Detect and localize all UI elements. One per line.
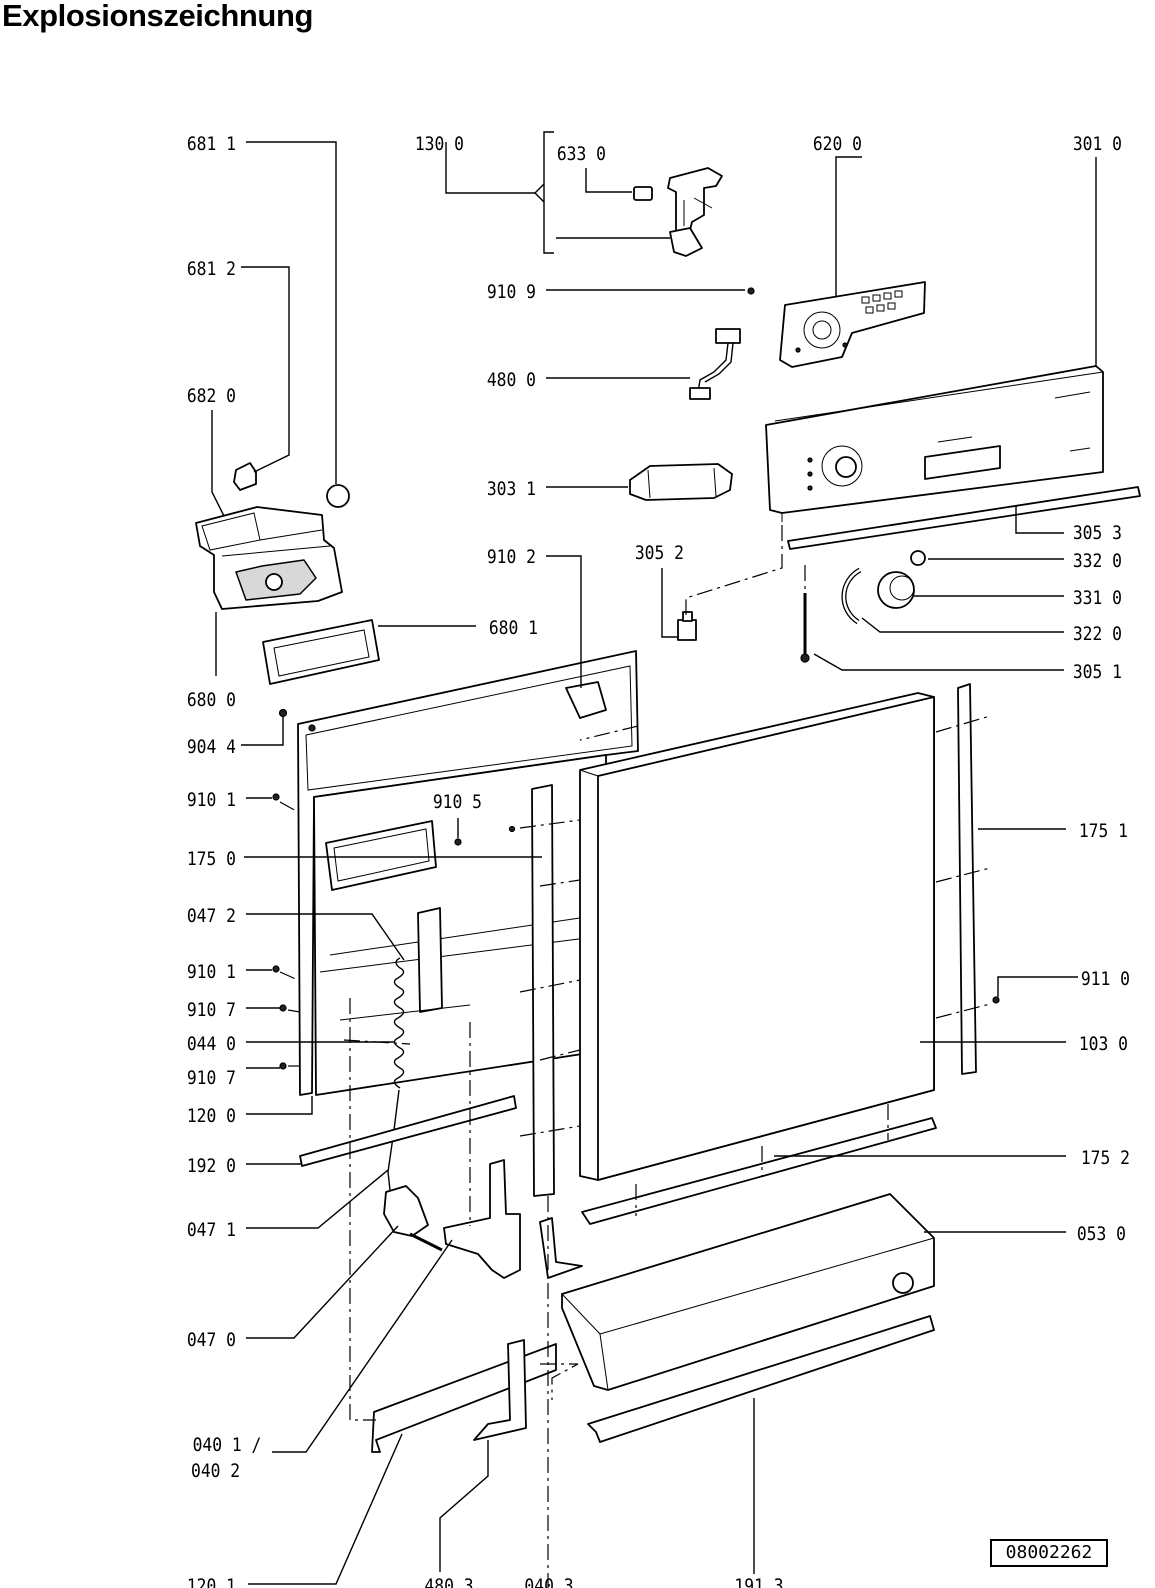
label-040-3: 040 3 [524,1576,573,1588]
label-175-0: 175 0 [187,849,236,870]
label-175-1: 175 1 [1079,821,1128,842]
label-303-1: 303 1 [487,479,536,500]
label-053-0: 053 0 [1077,1224,1126,1245]
screw-911-0-drawing [992,996,1000,1004]
seal-191-3-drawing [587,1315,935,1443]
label-480-3: 480 3 [424,1576,473,1588]
label-480-0: 480 0 [487,370,536,391]
label-130-0: 130 0 [415,134,464,155]
label-305-3: 305 3 [1073,523,1122,544]
wiring-harness-drawing [689,328,741,400]
label-910-2: 910 2 [487,547,536,568]
label-910-9: 910 9 [487,282,536,303]
bracket-040-3-drawing [539,1217,583,1279]
hinge-910-2-drawing [565,681,607,719]
dispenser-drawing [195,506,343,610]
knob-331-0-drawing [877,571,915,609]
trim-strip-305-3-drawing [787,486,1141,550]
label-681-1: 681 1 [187,134,236,155]
label-331-0: 331 0 [1073,588,1122,609]
control-panel-drawing [765,365,1104,522]
bracket-305-2-drawing [677,611,697,641]
label-620-0: 620 0 [813,134,862,155]
label-911-0: 911 0 [1081,969,1130,990]
strip-192-0-drawing [299,1095,517,1167]
part-labels: 681 1 130 0 633 0 620 0 301 0 681 2 910 … [187,134,1130,1588]
label-040-2: 040 2 [191,1461,240,1482]
outer-door-panel-drawing [579,692,935,1181]
lower-strip-120-1-drawing [371,1343,557,1453]
label-301-0: 301 0 [1073,134,1122,155]
label-120-0: 120 0 [187,1106,236,1127]
cap-681-1-drawing [326,484,350,508]
label-680-0: 680 0 [187,690,236,711]
label-910-5: 910 5 [433,792,482,813]
label-910-1-lower: 910 1 [187,962,236,983]
label-910-7-lower: 910 7 [187,1068,236,1089]
label-633-0: 633 0 [557,144,606,165]
label-040-1: 040 1 / [193,1435,262,1456]
label-680-1: 680 1 [489,618,538,639]
label-910-7-upper: 910 7 [187,1000,236,1021]
side-strip-175-1-drawing [957,683,977,1075]
foot-bracket-480-3-drawing [473,1339,527,1441]
label-322-0: 322 0 [1073,624,1122,645]
assembly-center-lines [279,525,991,1588]
label-175-2: 175 2 [1081,1148,1130,1169]
gasket-680-1-drawing [262,619,380,685]
strip-175-2-drawing [581,1117,937,1225]
door-spring-drawing [387,957,405,1191]
control-board-drawing [779,281,926,368]
button-332-0-drawing [910,550,926,566]
label-305-2: 305 2 [635,543,684,564]
cable-guide-drawing [383,1185,443,1252]
label-332-0: 332 0 [1073,551,1122,572]
label-047-2: 047 2 [187,906,236,927]
label-120-1: 120 1 [187,1576,236,1588]
label-192-0: 192 0 [187,1156,236,1177]
label-044-0: 044 0 [187,1034,236,1055]
label-681-2: 681 2 [187,259,236,280]
pin-305-1-drawing [800,593,810,663]
page-title: Explosionszeichnung [2,0,314,33]
label-904-4: 904 4 [187,737,236,758]
label-047-1: 047 1 [187,1220,236,1241]
lid-681-2-drawing [233,462,257,491]
label-682-0: 682 0 [187,386,236,407]
label-191-3: 191 3 [734,1576,783,1588]
label-305-1: 305 1 [1073,662,1122,683]
door-latch-drawing [633,167,723,257]
screw-910-9-drawing [747,287,755,295]
side-strip-175-0-drawing [531,784,555,1197]
hinge-bracket-040-drawing [443,1159,521,1279]
kick-panel-drawing [561,1193,935,1391]
label-910-1-upper: 910 1 [187,790,236,811]
leader-lines [211,131,1097,1585]
label-047-0: 047 0 [187,1330,236,1351]
display-housing-drawing [629,463,733,501]
reference-number-box: 08002262 [990,1539,1108,1567]
label-103-0: 103 0 [1079,1034,1128,1055]
